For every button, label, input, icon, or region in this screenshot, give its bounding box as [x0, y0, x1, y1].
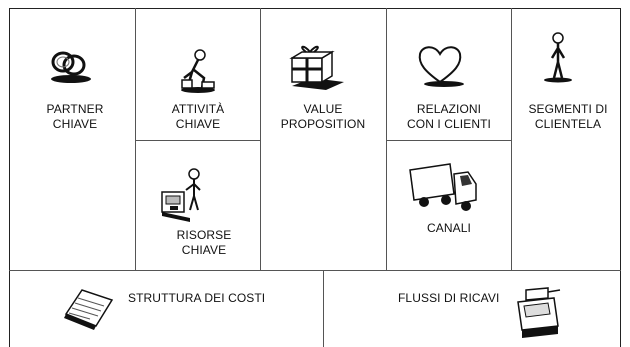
- divider: [511, 8, 512, 270]
- canvas-frame: [9, 8, 621, 347]
- block-label: STRUTTURA DEI COSTI: [128, 291, 266, 305]
- heart-icon: [416, 44, 466, 93]
- rings-icon: [48, 48, 92, 89]
- block-label: FLUSSI DI RICAVI: [398, 291, 500, 305]
- receipt-icon: [60, 286, 116, 337]
- divider: [135, 8, 136, 270]
- divider: [135, 140, 260, 141]
- worker-icon: [178, 48, 220, 99]
- factory-worker-icon: [160, 168, 210, 229]
- divider: [9, 270, 621, 271]
- divider: [386, 140, 511, 141]
- block-label: VALUE PROPOSITION: [280, 102, 366, 131]
- block-label: ATTIVITÀ CHIAVE: [171, 102, 225, 131]
- divider: [386, 8, 387, 270]
- block-label: PARTNER CHIAVE: [46, 102, 104, 131]
- divider: [260, 8, 261, 270]
- block-label: RISORSE CHIAVE: [176, 228, 232, 257]
- gift-icon: [286, 42, 348, 97]
- cash-register-icon: [512, 284, 562, 345]
- block-label: CANALI: [427, 221, 471, 235]
- person-icon: [542, 32, 574, 89]
- block-label: RELAZIONI CON I CLIENTI: [407, 102, 491, 131]
- divider: [323, 270, 324, 347]
- block-label: SEGMENTI DI CLIENTELA: [528, 102, 608, 131]
- truck-icon: [406, 160, 478, 217]
